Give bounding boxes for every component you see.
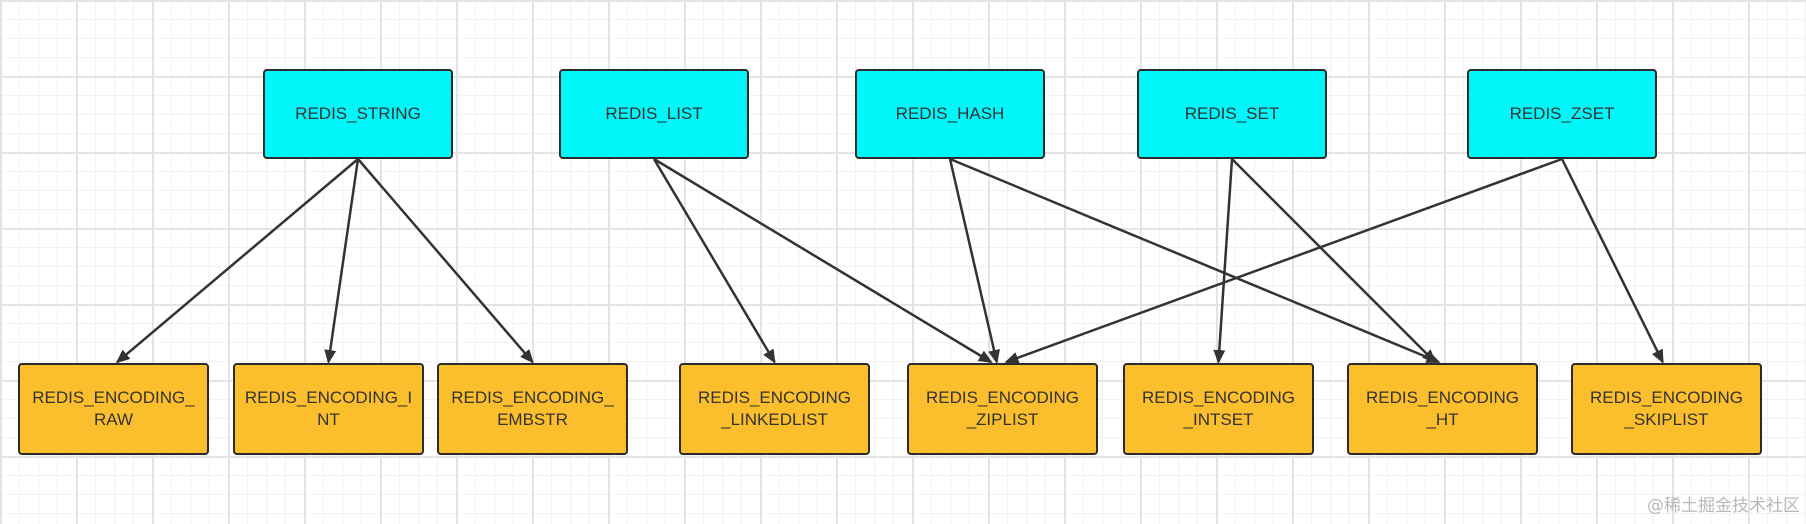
edge-set-to-ht [1231,158,1437,364]
edge-list-to-ziplist [653,157,993,364]
encoding-label-line1: REDIS_ENCODING_ [451,388,614,407]
edge-zset-to-ziplist [1004,157,1563,364]
encoding-label-line1: REDIS_ENCODING [1141,388,1296,407]
encoding-label-line1: REDIS_ENCODING [1589,388,1744,407]
encoding-node-ht[interactable]: REDIS_ENCODING _HT [1347,363,1538,455]
encoding-node-ziplist[interactable]: REDIS_ENCODING _ZIPLIST [907,363,1098,455]
encoding-label-line2: _ZIPLIST [966,410,1039,429]
edge-set-to-intset [1213,158,1234,364]
encoding-label-line2: _INTSET [1183,410,1254,429]
encoding-label-line1: REDIS_ENCODING [925,388,1080,407]
encoding-node-intset[interactable]: REDIS_ENCODING _INTSET [1123,363,1314,455]
edge-string-to-embstr [357,158,534,364]
edge-list-to-linkedlist [652,158,776,364]
encoding-node-raw[interactable]: REDIS_ENCODING_ RAW [18,363,209,455]
encoding-label-line2: _LINKEDLIST [721,410,828,429]
encoding-label-line1: REDIS_ENCODING [1365,388,1520,407]
encoding-label-line1: REDIS_ENCODING_I [244,388,413,407]
encoding-label-line2: EMBSTR [497,410,568,429]
type-node-redis-string[interactable]: REDIS_STRING [263,69,453,159]
edge-hash-to-ht [949,157,1441,364]
type-label: REDIS_STRING [295,104,421,123]
edge-zset-to-skiplist [1560,158,1664,364]
edge-string-to-int [324,158,360,364]
encoding-node-skiplist[interactable]: REDIS_ENCODING _SKIPLIST [1571,363,1762,455]
watermark: @稀土掘金技术社区 [1647,496,1800,516]
type-label: REDIS_ZSET [1509,104,1615,123]
encoding-label-line2: NT [317,410,340,429]
encoding-node-linkedlist[interactable]: REDIS_ENCODING _LINKEDLIST [679,363,870,455]
encoding-node-int[interactable]: REDIS_ENCODING_I NT [233,363,424,455]
type-node-redis-set[interactable]: REDIS_SET [1137,69,1327,159]
encoding-label-line1: REDIS_ENCODING_ [32,388,195,407]
type-node-redis-list[interactable]: REDIS_LIST [559,69,749,159]
encoding-label-line2: _HT [1426,410,1459,429]
type-node-redis-hash[interactable]: REDIS_HASH [855,69,1045,159]
type-node-redis-zset[interactable]: REDIS_ZSET [1467,69,1657,159]
type-label: REDIS_HASH [895,104,1005,123]
encoding-label-line2: _SKIPLIST [1624,410,1709,429]
encoding-node-embstr[interactable]: REDIS_ENCODING_ EMBSTR [437,363,628,455]
edge-hash-to-ziplist [948,158,1000,364]
encoding-label-line1: REDIS_ENCODING [697,388,852,407]
edge-string-to-raw [115,158,359,364]
type-label: REDIS_LIST [605,104,703,123]
type-label: REDIS_SET [1184,104,1280,123]
encoding-label-line2: RAW [93,410,133,429]
